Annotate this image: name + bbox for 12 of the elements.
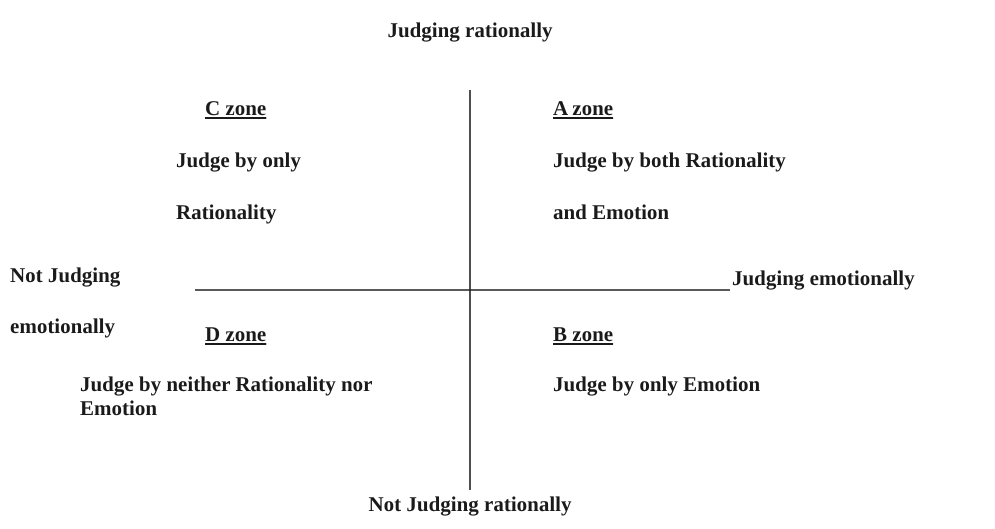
zone-title: C zone xyxy=(205,96,268,120)
zone-description: Judge by neither Rationality nor Emotion xyxy=(80,372,374,420)
axis-label: Judging emotionally xyxy=(732,266,916,290)
zone-description: Judge by both Rationality and Emotion xyxy=(553,147,787,226)
zone-description: Judge by only Rationality xyxy=(176,147,302,226)
zone-title: A zone xyxy=(553,96,614,120)
zone-description: Judge by only Emotion xyxy=(553,372,762,396)
zone-title: D zone xyxy=(205,322,268,346)
zone-title: B zone xyxy=(553,322,614,346)
axis-label: Judging rationally xyxy=(386,18,554,42)
axis-label: Not Judging rationally xyxy=(367,492,573,516)
axis-label: Not Judging emotionally xyxy=(10,262,122,340)
